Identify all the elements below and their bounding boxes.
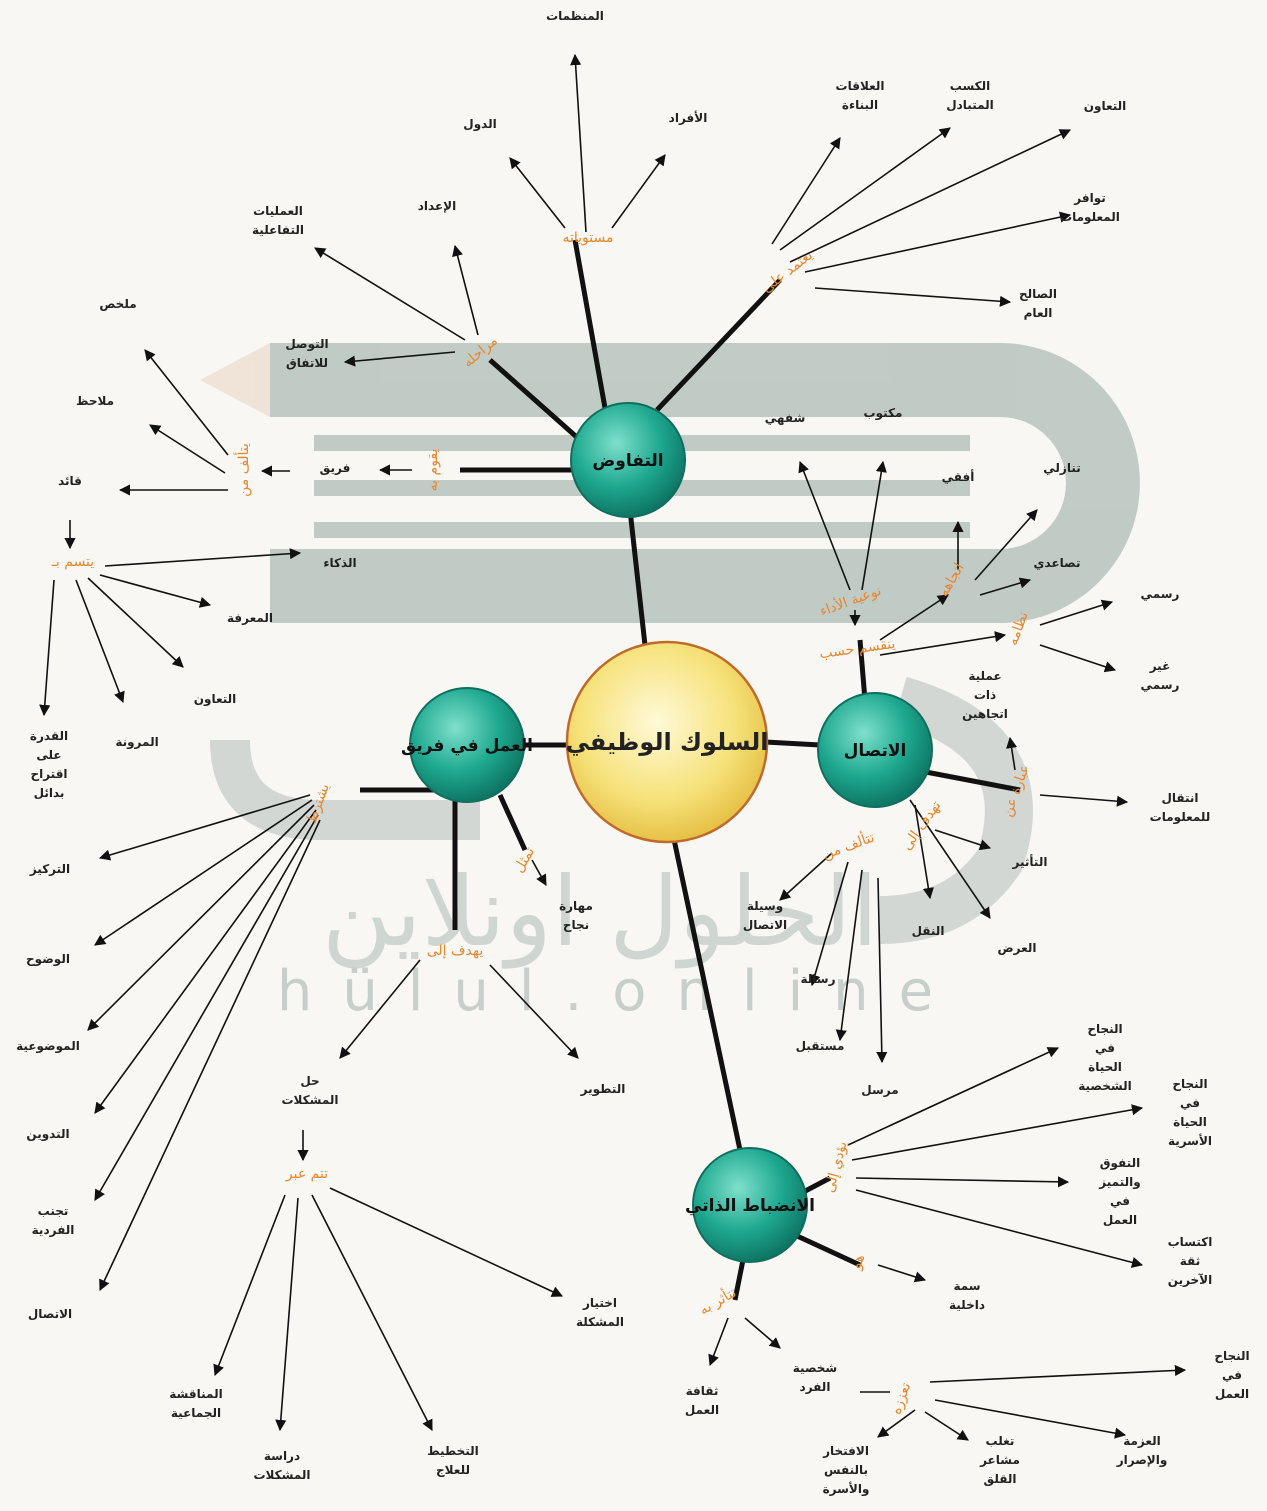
node-self-discipline[interactable]: الانضباط الذاتي <box>685 1147 815 1263</box>
center-node[interactable]: السلوك الوظيفي <box>565 640 769 844</box>
leaf-cooperation-2: التعاون <box>194 692 237 707</box>
connector-levels: مستوياته <box>562 230 613 246</box>
leaf-transfer: النقل <box>912 924 945 938</box>
connector-affected-by: تتأثر به <box>695 1282 739 1318</box>
trunk-lines <box>360 239 1021 1301</box>
leaf-message: رسالة <box>801 972 836 986</box>
leaf-knowledge: المعرفة <box>227 611 273 625</box>
leaf-receiver: مستقبل <box>796 1039 845 1053</box>
node-self-discipline-label: الانضباط الذاتي <box>685 1196 815 1216</box>
connector-characterized-by: يتسم بـ <box>51 554 94 570</box>
leaf-individuals: الأفراد <box>669 110 708 125</box>
connector-done-through: تتم عبر <box>285 1166 328 1182</box>
leaf-team: فريق <box>320 461 351 475</box>
center-node-label: السلوك الوظيفي <box>565 728 768 756</box>
leaf-summarizer: ملخص <box>99 297 136 311</box>
leaf-development: التطوير <box>580 1082 626 1097</box>
leaf-ascending: تصاعدي <box>1034 556 1081 570</box>
watermark-latin: hülul.online <box>277 959 963 1024</box>
leaf-organizations: المنظمات <box>546 9 604 23</box>
leaf-cooperation-1: التعاون <box>1084 99 1127 114</box>
leaf-preparation: الإعداد <box>418 199 456 213</box>
node-communication[interactable]: الاتصال <box>817 692 933 808</box>
connector-done-by: يقوم به <box>425 449 441 492</box>
connector-aims-at-1: يهدف إلى <box>427 943 484 959</box>
leaf-descending: تنازلي <box>1043 461 1080 475</box>
node-communication-label: الاتصال <box>844 741 907 761</box>
connector-leads-to: يؤدي إلى <box>822 1139 851 1194</box>
leaf-written: مكتوب <box>864 406 903 421</box>
leaf-states: الدول <box>463 117 496 132</box>
node-teamwork-label: العمل في فريق <box>401 736 533 756</box>
leaf-presentation: العرض <box>998 941 1037 955</box>
node-negotiation[interactable]: التفاوض <box>570 402 686 518</box>
node-teamwork[interactable]: العمل في فريق <box>401 687 533 803</box>
watermark-arabic: الحلول اونلاين <box>322 856 878 969</box>
leaf-sender: مرسل <box>861 1083 898 1097</box>
leaf-clarity: الوضوح <box>26 952 70 967</box>
leaf-focus: التركيز <box>29 862 70 876</box>
leaf-flexibility: المرونة <box>115 735 158 750</box>
connector-reinforces: تعززه <box>888 1381 914 1417</box>
arrow-lines <box>39 53 1187 1441</box>
node-negotiation-label: التفاوض <box>592 451 663 471</box>
leaf-objectivity: الموضوعية <box>16 1039 80 1054</box>
connector-consists-of-1: يتألف من <box>233 443 252 497</box>
leaf-verbal: شفهي <box>765 411 806 425</box>
leaf-recording: التدوين <box>26 1127 69 1142</box>
connector-divided-by: ينقسم حسب <box>819 636 897 662</box>
leaf-formal: رسمي <box>1141 587 1180 601</box>
leaf-intelligence: الذكاء <box>323 556 356 570</box>
leaf-horizontal: أفقي <box>942 469 975 484</box>
leaf-leader: قائد <box>58 474 82 488</box>
connector-is-2: هو <box>848 1252 868 1272</box>
leaf-communication-leaf: الاتصال <box>28 1307 72 1321</box>
leaf-influence: التأثير <box>1012 854 1048 869</box>
leaf-observer: ملاحظ <box>76 394 114 408</box>
